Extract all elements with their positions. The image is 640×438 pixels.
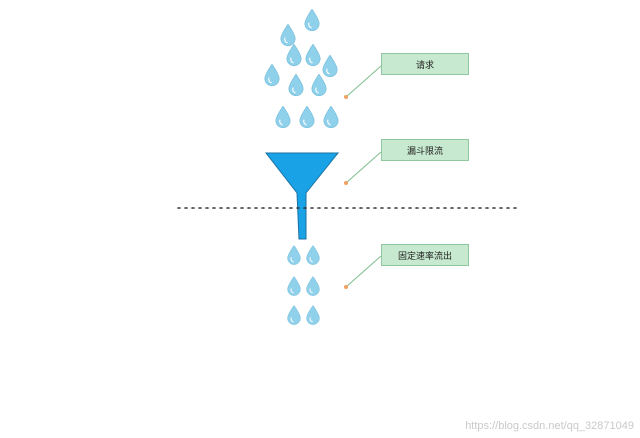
water-drop-icon: [306, 244, 320, 266]
leader-dots: [344, 95, 348, 289]
water-drop-icon: [305, 43, 321, 67]
water-drop-icon: [288, 73, 304, 97]
label-fixed-rate-outflow: 固定速率流出: [381, 244, 469, 266]
water-drop-icon: [311, 73, 327, 97]
watermark: https://blog.csdn.net/qq_32871049: [465, 420, 634, 432]
incoming-requests-drops: [264, 8, 339, 129]
outflow-drops: [287, 244, 320, 326]
leader-lines: [345, 65, 382, 288]
water-drop-icon: [299, 105, 315, 129]
water-drop-icon: [304, 8, 320, 32]
label-requests: 请求: [381, 53, 469, 75]
water-drop-icon: [286, 43, 302, 67]
water-drop-icon: [275, 105, 291, 129]
water-drop-icon: [306, 275, 320, 297]
water-drop-icon: [287, 275, 301, 297]
funnel-icon: [264, 152, 340, 240]
water-drop-icon: [287, 304, 301, 326]
water-drop-icon: [306, 304, 320, 326]
water-drop-icon: [264, 63, 280, 87]
label-funnel-rate-limit: 漏斗限流: [381, 139, 469, 161]
water-drop-icon: [287, 244, 301, 266]
water-drop-icon: [322, 54, 338, 78]
water-drop-icon: [280, 23, 296, 47]
water-drop-icon: [323, 105, 339, 129]
